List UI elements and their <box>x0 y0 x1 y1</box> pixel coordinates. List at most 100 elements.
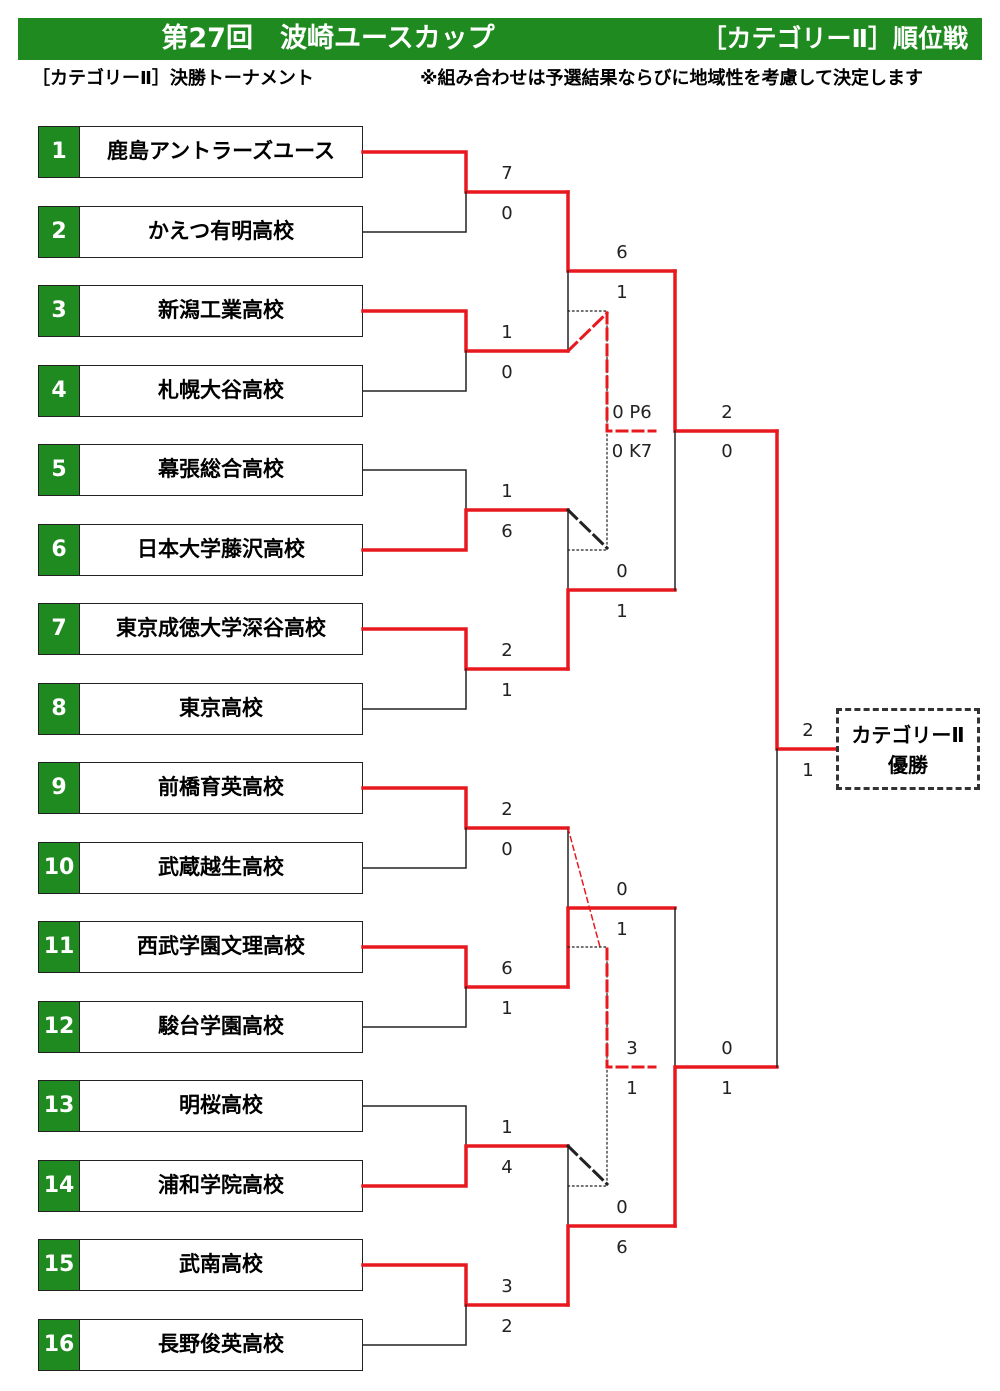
bracket-line <box>362 1105 467 1147</box>
score-label: 0 <box>616 879 627 900</box>
team-seed: 12 <box>39 1002 80 1052</box>
bracket-line <box>362 469 467 511</box>
team-name: かえつ有明高校 <box>147 219 295 243</box>
score-label: 6 <box>501 958 512 979</box>
score-label: 0 <box>616 561 627 582</box>
team-name: 幕張総合高校 <box>158 457 284 481</box>
score-label: 2 <box>721 402 732 423</box>
bracket-line-win <box>566 588 677 671</box>
score-label: 1 <box>501 322 512 343</box>
bracket-line-win <box>673 1065 779 1228</box>
team-name: 浦和学院高校 <box>158 1173 284 1197</box>
champion-category: カテゴリーⅡ <box>851 723 965 747</box>
team-seed: 15 <box>39 1240 80 1290</box>
consolation-line <box>565 507 610 551</box>
team-seed: 6 <box>39 525 80 575</box>
subheader-note: ※組み合わせは予選結果ならびに地域性を考慮して決定します <box>420 68 923 89</box>
team-name: 東京高校 <box>179 696 263 720</box>
bracket-line-win <box>361 786 570 830</box>
score-label: 1 <box>501 680 512 701</box>
bracket-line <box>362 1304 467 1346</box>
champion-label: 優勝 <box>888 753 928 777</box>
team-name: 武蔵越生高校 <box>158 855 284 879</box>
team-name: 明桜高校 <box>179 1093 263 1117</box>
champion-box: カテゴリーⅡ 優勝 <box>836 708 980 790</box>
team-entry: 3 新潟工業高校 <box>38 285 363 337</box>
bracket-line-win <box>361 1144 570 1188</box>
consolation-line <box>565 1143 610 1187</box>
score-label: 7 <box>501 163 512 184</box>
team-entry: 12 駿台学園高校 <box>38 1001 363 1053</box>
score-label: 3 <box>501 1276 512 1297</box>
team-seed: 4 <box>39 366 80 416</box>
bracket-line <box>362 986 467 1028</box>
team-name: 駿台学園高校 <box>158 1014 284 1038</box>
team-entry: 11 西武学園文理高校 <box>38 921 363 973</box>
consolation-line-win <box>567 827 601 948</box>
score-label: 6 <box>616 1237 627 1258</box>
consolation-line <box>567 310 608 551</box>
playoff-score: 3 <box>626 1038 637 1059</box>
score-label: 0 <box>616 1197 627 1218</box>
team-seed: 8 <box>39 684 80 734</box>
team-seed: 14 <box>39 1161 80 1211</box>
team-entry: 8 東京高校 <box>38 683 363 735</box>
score-label: 6 <box>501 521 512 542</box>
team-entry: 6 日本大学藤沢高校 <box>38 524 363 576</box>
bracket-line-win <box>361 945 570 989</box>
consolation-line-win <box>605 947 657 1069</box>
team-name: 西武学園文理高校 <box>137 934 305 958</box>
playoff-score: 0 K7 <box>612 441 652 462</box>
score-label: 2 <box>802 720 813 741</box>
team-name: 札幌大谷高校 <box>158 378 284 402</box>
score-label: 1 <box>501 1117 512 1138</box>
playoff-score: 0 P6 <box>612 402 651 423</box>
category-title: ［カテゴリーⅡ］順位戦 <box>701 24 968 53</box>
header-bar: 第27回 波崎ユースカップ ［カテゴリーⅡ］順位戦 <box>18 18 982 60</box>
score-label: 2 <box>501 640 512 661</box>
score-label: 1 <box>721 1078 732 1099</box>
bracket-line-win <box>566 906 677 989</box>
score-label: 6 <box>616 242 627 263</box>
score-label: 1 <box>802 760 813 781</box>
playoff-score: 1 <box>626 1078 637 1099</box>
score-label: 1 <box>501 998 512 1019</box>
bracket-line-win <box>361 627 570 671</box>
consolation-line <box>567 946 608 1187</box>
subheader-left: ［カテゴリーⅡ］決勝トーナメント <box>32 68 314 89</box>
bracket-line-win <box>566 1224 677 1307</box>
team-entry: 14 浦和学院高校 <box>38 1160 363 1212</box>
team-name: 東京成徳大学深谷高校 <box>116 616 326 640</box>
team-entry: 1 鹿島アントラーズユース <box>38 126 363 178</box>
team-name: 前橋育英高校 <box>158 775 284 799</box>
team-seed: 3 <box>39 286 80 336</box>
team-name: 日本大学藤沢高校 <box>137 537 305 561</box>
team-entry: 4 札幌大谷高校 <box>38 365 363 417</box>
team-name: 鹿島アントラーズユース <box>106 139 336 163</box>
bracket-line <box>362 668 467 710</box>
bracket-line-win <box>361 309 570 353</box>
team-name: 新潟工業高校 <box>158 298 284 322</box>
bracket-line-win <box>361 150 570 194</box>
bracket-line-win <box>361 508 570 552</box>
score-label: 1 <box>616 919 627 940</box>
score-label: 1 <box>616 601 627 622</box>
score-label: 1 <box>501 481 512 502</box>
bracket-line <box>362 827 467 869</box>
score-label: 2 <box>501 1316 512 1337</box>
tournament-title: 第27回 波崎ユースカップ <box>161 23 495 54</box>
team-seed: 11 <box>39 922 80 972</box>
team-seed: 1 <box>39 127 80 177</box>
score-label: 0 <box>721 1038 732 1059</box>
bracket-line-win <box>775 429 838 751</box>
score-label: 0 <box>501 839 512 860</box>
score-label: 0 <box>721 441 732 462</box>
